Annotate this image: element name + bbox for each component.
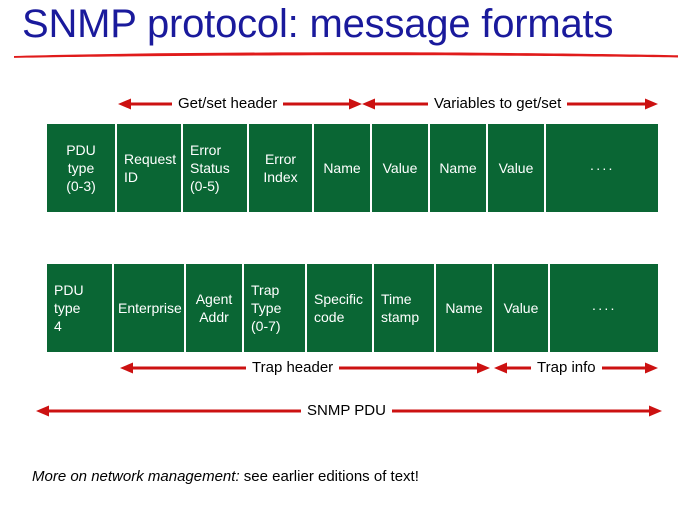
footer-note-rest: see earlier editions of text! — [239, 468, 419, 485]
band-variables-to-get-set: Variables to get/set — [362, 92, 658, 116]
band-trap-header-label: Trap header — [246, 356, 340, 380]
footer-note-emphasis: More on network management: — [32, 468, 240, 485]
field-specific-code: Specific code — [307, 264, 374, 352]
title-underline-stroke — [14, 52, 678, 58]
band-snmp-pdu: SNMP PDU — [36, 399, 662, 423]
field-error-status: Error Status (0-5) — [183, 124, 249, 212]
band-trap-info: Trap info — [494, 356, 658, 380]
packet-row-get-set: PDU type (0-3) Request ID Error Status (… — [47, 124, 658, 212]
field-trap-ellipsis: ···· — [550, 264, 658, 352]
field-value-2: Value — [488, 124, 546, 212]
band-trap-header: Trap header — [120, 356, 490, 380]
field-time-stamp: Time stamp — [374, 264, 436, 352]
field-error-index: Error Index — [249, 124, 314, 212]
field-trap-value: Value — [494, 264, 550, 352]
footer-note: More on network management: see earlier … — [32, 466, 419, 488]
field-value-1: Value — [372, 124, 430, 212]
band-variables-to-get-set-label: Variables to get/set — [428, 92, 568, 116]
field-agent-addr: Agent Addr — [186, 264, 244, 352]
field-trap-name: Name — [436, 264, 494, 352]
field-request-id: Request ID — [117, 124, 183, 212]
band-trap-info-label: Trap info — [531, 356, 602, 380]
field-pdu-type-0-3: PDU type (0-3) — [47, 124, 117, 212]
band-snmp-pdu-label: SNMP PDU — [301, 399, 392, 423]
packet-row-trap: PDU type 4 Enterprise Agent Addr Trap Ty… — [47, 264, 658, 352]
field-pdu-type-4: PDU type 4 — [47, 264, 114, 352]
page-title: SNMP protocol: message formats — [22, 2, 614, 46]
field-name-2: Name — [430, 124, 488, 212]
field-enterprise: Enterprise — [114, 264, 186, 352]
title-area: SNMP protocol: message formats — [0, 0, 692, 70]
band-get-set-header: Get/set header — [118, 92, 362, 116]
band-get-set-header-label: Get/set header — [172, 92, 284, 116]
field-trap-type-0-7: Trap Type (0-7) — [244, 264, 307, 352]
field-ellipsis: ···· — [546, 124, 658, 212]
field-name-1: Name — [314, 124, 372, 212]
